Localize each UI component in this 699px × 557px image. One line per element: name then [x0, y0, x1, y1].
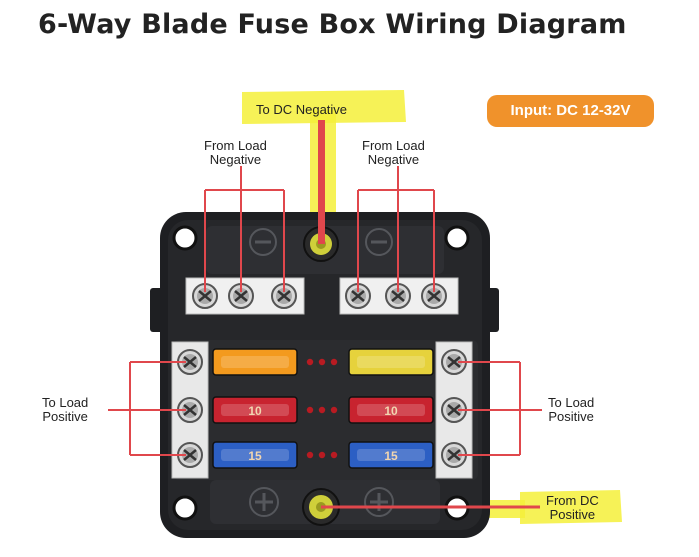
screw-terminal-icon — [228, 283, 254, 309]
led-indicator-icon — [306, 406, 314, 414]
screw-terminal-icon — [177, 442, 203, 468]
screw-terminal-icon — [421, 283, 447, 309]
blade-fuse: 15 — [212, 441, 298, 469]
fuse-rating: 15 — [248, 449, 262, 463]
to-load-positive-right-label: To Load Positive — [548, 395, 595, 424]
blade-fuse: 10 — [348, 396, 434, 424]
fuse-rating: 15 — [384, 449, 398, 463]
to-dc-negative-label: To DC Negative — [256, 102, 348, 117]
fuse-rating: 10 — [384, 404, 398, 418]
led-indicator-icon — [318, 406, 326, 414]
negative-terminal-icon — [249, 228, 393, 256]
led-indicators — [306, 358, 338, 459]
input-voltage-badge: Input: DC 12-32V — [487, 95, 654, 127]
led-indicator-icon — [330, 451, 338, 459]
blade-fuse — [212, 348, 298, 376]
dc-negative-wire — [318, 120, 325, 244]
screw-terminal-icon — [441, 397, 467, 423]
led-indicator-icon — [318, 451, 326, 459]
led-indicator-icon — [318, 358, 326, 366]
screw-terminal-icon — [385, 283, 411, 309]
screw-terminal-icon — [441, 442, 467, 468]
fuse-rating: 10 — [248, 404, 262, 418]
from-load-negative-right-label: From Load Negative — [362, 138, 425, 167]
blade-fuse — [348, 348, 434, 376]
led-indicator-icon — [306, 451, 314, 459]
led-indicator-icon — [330, 358, 338, 366]
blade-fuse: 10 — [212, 396, 298, 424]
screw-terminal-icon — [177, 349, 203, 375]
led-indicator-icon — [330, 406, 338, 414]
from-load-negative-left-label: From Load Negative — [204, 138, 267, 167]
page-title: 6-Way Blade Fuse Box Wiring Diagram — [38, 9, 627, 40]
from-dc-positive-label: From DC Positive — [546, 493, 599, 522]
blade-fuse: 15 — [348, 441, 434, 469]
screw-terminal-icon — [177, 397, 203, 423]
wiring-lines — [108, 166, 542, 509]
to-load-positive-left-label: To Load Positive — [42, 395, 89, 424]
blade-fuses: 10 15 10 15 — [212, 348, 434, 469]
screw-terminals — [177, 283, 467, 468]
led-indicator-icon — [306, 358, 314, 366]
screw-terminal-icon — [271, 283, 297, 309]
mounting-hole-icon — [172, 225, 470, 521]
